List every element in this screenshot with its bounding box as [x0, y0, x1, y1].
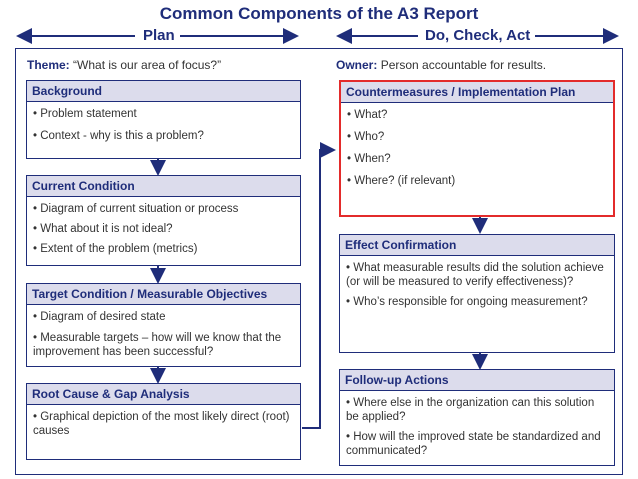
follow-up-title: Follow-up Actions — [340, 370, 614, 391]
countermeasures-title: Countermeasures / Implementation Plan — [341, 82, 613, 103]
owner-label: Owner: — [336, 58, 378, 72]
phase-plan-label: Plan — [143, 27, 175, 44]
target-condition-box: Target Condition / Measurable Objectives… — [26, 283, 301, 367]
page-title: Common Components of the A3 Report — [159, 4, 479, 23]
current-condition-item: • What about it is not ideal? — [33, 223, 173, 235]
background-title: Background — [27, 81, 300, 102]
follow-up-item: • How will the improved state be standar… — [346, 431, 601, 457]
report-frame — [15, 48, 623, 475]
effect-confirmation-box: Effect Confirmation • What measurable re… — [339, 234, 615, 353]
countermeasures-item: • What? — [347, 109, 388, 121]
owner-text: Person accountable for results. — [380, 58, 547, 72]
current-condition-item: • Diagram of current situation or proces… — [33, 203, 239, 215]
target-condition-item: • Diagram of desired state — [33, 311, 166, 323]
countermeasures-item: • Where? (if relevant) — [347, 175, 456, 187]
theme-text: “What is our area of focus?” — [73, 58, 222, 72]
countermeasures-item: • When? — [347, 153, 391, 165]
target-condition-title: Target Condition / Measurable Objectives — [27, 284, 300, 305]
effect-confirmation-item: • What measurable results did the soluti… — [346, 262, 604, 288]
root-cause-box: Root Cause & Gap Analysis • Graphical de… — [26, 383, 301, 460]
effect-confirmation-item: • Who’s responsible for ongoing measurem… — [346, 296, 588, 308]
countermeasures-box: Countermeasures / Implementation Plan • … — [339, 80, 615, 217]
owner-line: Owner: Person accountable for results. — [336, 58, 546, 72]
target-condition-item: • Measurable targets – how will we know … — [33, 332, 282, 358]
effect-confirmation-title: Effect Confirmation — [340, 235, 614, 256]
current-condition-title: Current Condition — [27, 176, 300, 197]
countermeasures-item: • Who? — [347, 131, 385, 143]
theme-line: Theme: “What is our area of focus?” — [27, 58, 221, 72]
root-cause-item: • Graphical depiction of the most likely… — [33, 411, 290, 437]
cross-connector-arrow — [302, 142, 336, 429]
root-cause-title: Root Cause & Gap Analysis — [27, 384, 300, 405]
current-condition-box: Current Condition • Diagram of current s… — [26, 175, 301, 266]
background-box: Background • Problem statement • Context… — [26, 80, 301, 159]
follow-up-box: Follow-up Actions • Where else in the or… — [339, 369, 615, 466]
phase-dca-label: Do, Check, Act — [425, 27, 531, 44]
background-item: • Problem statement — [33, 108, 137, 120]
current-condition-item: • Extent of the problem (metrics) — [33, 243, 198, 255]
background-item: • Context - why is this a problem? — [33, 130, 204, 142]
follow-up-item: • Where else in the organization can thi… — [346, 397, 595, 423]
theme-label: Theme: — [27, 58, 70, 72]
